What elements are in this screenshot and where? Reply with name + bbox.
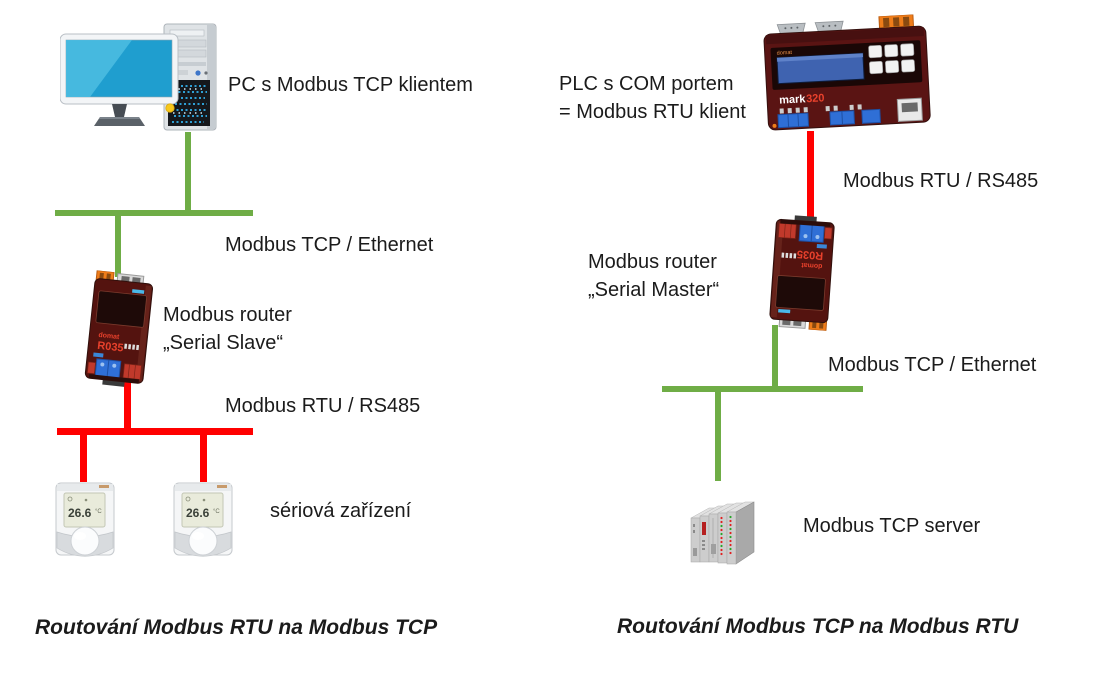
ethernet-label-right: Modbus TCP / Ethernet — [828, 354, 1037, 376]
thermostat-display-value-1: 26.6 — [68, 506, 92, 520]
serial-label-right: Modbus RTU / RS485 — [843, 170, 1039, 192]
plc-rack-icon — [690, 501, 755, 565]
serial-line-right — [807, 131, 814, 217]
ethernet-line-router-drop-right — [772, 325, 778, 387]
caption-right: Routování Modbus TCP na Modbus RTU — [617, 615, 1019, 638]
router-brand-marking-right: domat — [801, 261, 823, 269]
caption-left: Routování Modbus RTU na Modbus TCP — [35, 616, 438, 639]
plc-brand-marking: mark — [779, 93, 807, 106]
router-label-right-line1: Modbus router — [588, 251, 717, 273]
serial-drop-thermostat-2 — [200, 435, 207, 482]
modbus-router-serial-master: domat R035 — [769, 215, 835, 332]
ethernet-label-left: Modbus TCP / Ethernet — [225, 234, 434, 256]
router-label-left: Modbus router „Serial Slave“ — [163, 301, 292, 357]
plc-model-marking: 320 — [806, 92, 825, 105]
ethernet-bus-left — [55, 210, 253, 216]
plc-brand-small-marking: domat — [777, 50, 793, 57]
router-label-left-line2: „Serial Slave“ — [163, 332, 284, 354]
thermostat-icon-2: 26.6 °C — [173, 482, 233, 557]
plc-label-line1: PLC s COM portem — [559, 73, 734, 95]
serial-bus-left — [57, 428, 253, 435]
pc-label: PC s Modbus TCP klientem — [228, 74, 473, 96]
router-label-left-line1: Modbus router — [163, 304, 292, 326]
plc-label-line2: = Modbus RTU klient — [559, 101, 746, 123]
serial-devices-label: sériová zařízení — [270, 500, 412, 522]
thermostat-display-value-2: 26.6 — [186, 506, 210, 520]
router-label-right-line2: „Serial Master“ — [588, 279, 720, 301]
router-model-marking: R035 — [97, 340, 124, 355]
serial-label-left: Modbus RTU / RS485 — [225, 395, 421, 417]
router-brand-marking: domat — [98, 332, 120, 341]
ethernet-line-pc-drop — [185, 132, 191, 212]
router-label-right: Modbus router „Serial Master“ — [588, 248, 719, 304]
serial-drop-thermostat-1 — [80, 435, 87, 482]
ethernet-drop-server — [715, 392, 721, 481]
ethernet-line-router-drop — [115, 216, 121, 277]
thermostat-display-unit-2: °C — [213, 509, 220, 515]
server-label: Modbus TCP server — [803, 515, 981, 537]
pc-icon — [60, 23, 217, 131]
thermostat-display-unit-1: °C — [95, 509, 102, 515]
modbus-router-serial-slave: domat R035 — [84, 269, 154, 387]
plc-label: PLC s COM portem = Modbus RTU klient — [559, 70, 746, 126]
plc-icon: domat mark 320 — [763, 13, 931, 131]
serial-line-router-drop-left — [124, 381, 131, 430]
ethernet-bus-right — [662, 386, 863, 392]
router-model-marking-right: R035 — [797, 248, 824, 262]
thermostat-icon-1: 26.6 °C — [55, 482, 115, 557]
